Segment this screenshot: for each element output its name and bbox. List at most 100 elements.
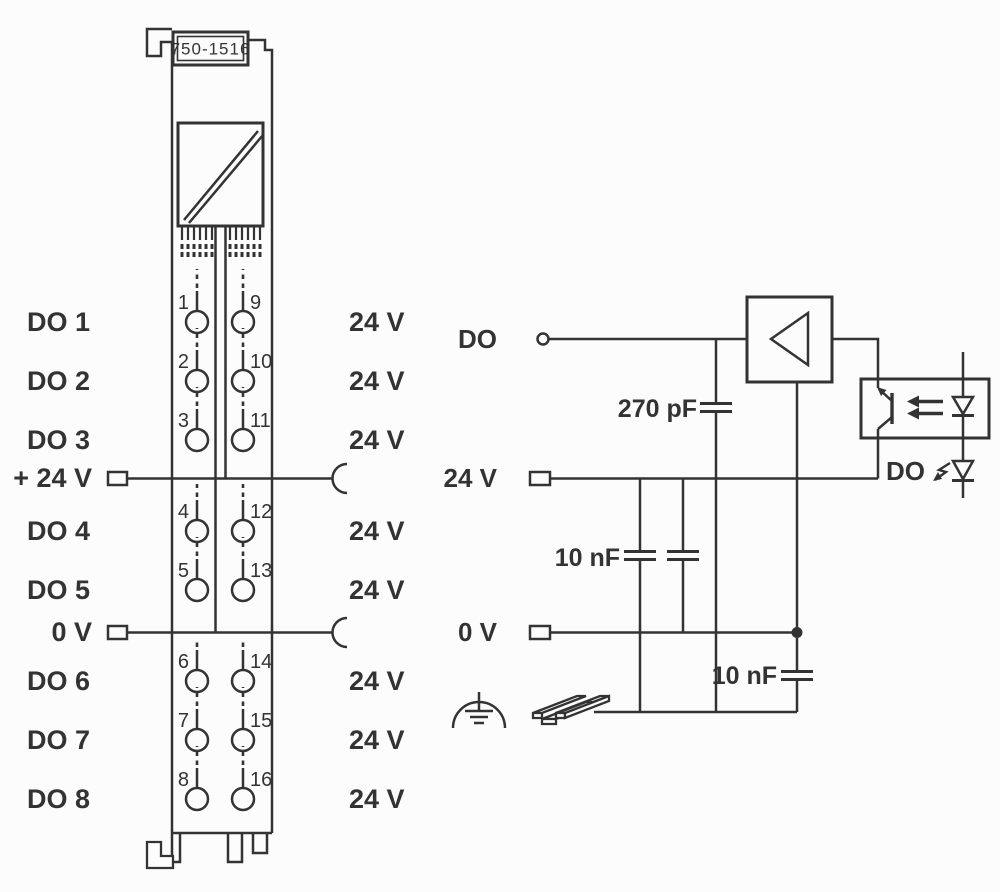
- power-jumper-24v: + 24 V: [13, 462, 348, 495]
- rail-0v-label: 0 V: [458, 617, 498, 647]
- module-foot-right: [251, 833, 269, 855]
- optocoupler-frame: [859, 377, 991, 440]
- part-number-text: 750-1516: [171, 40, 251, 59]
- supply-label: 24 V: [349, 784, 405, 814]
- channel-row-do2: DO 2 2 10 24 V: [27, 328, 405, 396]
- terminal-contact-icon: [230, 577, 256, 603]
- terminal-number-left: 3: [178, 410, 189, 432]
- terminal-number-left: 4: [178, 501, 189, 523]
- capacitor-plates-icon: [781, 670, 813, 681]
- supply-label: 24 V: [349, 666, 405, 696]
- led-diode-icon: [950, 352, 976, 461]
- square-pad-0v-schematic: [528, 624, 552, 641]
- amplifier-triangle-icon: [768, 310, 810, 368]
- capacitor-plates-icon: [667, 550, 699, 561]
- terminal-number-right: 12: [250, 501, 272, 523]
- channel-label: DO 8: [27, 784, 90, 814]
- capacitor-plates-icon: [700, 402, 732, 413]
- channel-row-do6: DO 6 6 14 24 V: [27, 638, 405, 696]
- terminal-number-right: 13: [250, 560, 272, 582]
- status-led-label: DO: [886, 456, 925, 486]
- capacitor-10nf-label: 10 nF: [555, 544, 620, 572]
- capacitor-270pf-label: 270 pF: [618, 395, 697, 423]
- capacitor-10nf-pair: 10 nF: [555, 478, 699, 712]
- earth-ground-icon: [451, 692, 507, 729]
- amplifier-output-wire: [832, 337, 880, 388]
- channel-label: DO 3: [27, 425, 90, 455]
- terminal-contact-icon: [230, 309, 256, 335]
- channel-row-do1: DO 1 1 9 24 V: [27, 269, 405, 337]
- supply-label: 24 V: [349, 725, 405, 755]
- flash-icon: [933, 461, 951, 481]
- terminal-number-right: 15: [250, 710, 272, 732]
- channel-label: DO 1: [27, 307, 90, 337]
- terminal-contact-icon: [230, 518, 256, 544]
- internal-bus-lines: [214, 226, 227, 633]
- do-input-label: DO: [458, 324, 497, 354]
- capacitor-10nf-earth: 10 nF: [594, 638, 813, 714]
- square-pad-24v: [106, 470, 129, 487]
- module-foot-middle: [226, 833, 244, 864]
- channel-row-do3: DO 3 3 11 24 V: [27, 387, 405, 455]
- supply-label: 24 V: [349, 366, 405, 396]
- do-input-terminal-icon: [536, 332, 550, 346]
- square-pad-24v-schematic: [528, 470, 552, 487]
- power-jumper-0v: 0 V: [51, 616, 348, 649]
- module-right-edge: [248, 38, 274, 833]
- diagonal-divider-icon: [183, 130, 264, 224]
- module-release-hook: [145, 840, 175, 870]
- terminal-contact-icon: [230, 668, 256, 694]
- channel-label: DO 2: [27, 366, 90, 396]
- module-foot-left: [170, 833, 182, 864]
- terminal-number-left: 5: [178, 560, 189, 582]
- terminal-contact-icon: [184, 786, 210, 812]
- part-number-label: 750-1516: [171, 30, 251, 67]
- terminal-number-left: 7: [178, 710, 189, 732]
- terminal-number-left: 6: [178, 651, 189, 673]
- terminal-contact-icon: [230, 368, 256, 394]
- terminal-contact-icon: [230, 786, 256, 812]
- capacitor-10nf-earth-label: 10 nF: [712, 662, 777, 690]
- supply-label: 24 V: [349, 425, 405, 455]
- status-led-diode-icon: [950, 459, 976, 482]
- terminal-contact-icon: [230, 427, 256, 453]
- terminal-contact-icon: [184, 309, 210, 335]
- status-led: DO: [886, 456, 976, 498]
- supply-label: 24 V: [349, 307, 405, 337]
- terminal-contact-icon: [184, 727, 210, 753]
- capacitor-270pf: 270 pF: [618, 339, 732, 712]
- terminal-contact-icon: [184, 368, 210, 394]
- channel-row-do5: DO 5 5 13 24 V: [27, 537, 405, 605]
- capacitor-plates-icon: [624, 550, 656, 561]
- do-input: DO: [458, 324, 747, 354]
- channel-row-do4: DO 4 4 12 24 V: [27, 484, 405, 546]
- zero-v-label: 0 V: [51, 617, 92, 647]
- terminal-number-left: 1: [178, 292, 189, 314]
- terminal-number-right: 16: [250, 769, 272, 791]
- supply-label: 24 V: [349, 516, 405, 546]
- part-number-box-inner: [176, 35, 245, 62]
- channel-row-do7: DO 7 7 15 24 V: [27, 687, 405, 755]
- terminal-contact-icon: [184, 668, 210, 694]
- amplifier-frame: [745, 295, 834, 384]
- junction-dot: [791, 627, 803, 638]
- din-rail-icon: [531, 694, 611, 726]
- terminal-number-right: 9: [250, 292, 261, 314]
- phototransistor-icon: [876, 387, 894, 479]
- amplifier-box: [745, 295, 880, 633]
- electronics-box-frame: [176, 121, 265, 228]
- pin-dashes: [180, 244, 262, 257]
- supply-label: 24 V: [349, 575, 405, 605]
- terminal-number-right: 14: [250, 651, 272, 673]
- light-arrows-icon: [907, 395, 943, 420]
- terminal-contact-icon: [230, 727, 256, 753]
- rail-0v: 0 V: [458, 617, 803, 647]
- terminal-contact-icon: [184, 577, 210, 603]
- terminal-number-right: 11: [250, 410, 271, 432]
- terminal-number-right: 10: [250, 351, 272, 373]
- channel-row-do8: DO 8 8 16 24 V: [27, 746, 405, 814]
- pin-lines: [180, 226, 262, 240]
- electronics-box: [176, 121, 265, 228]
